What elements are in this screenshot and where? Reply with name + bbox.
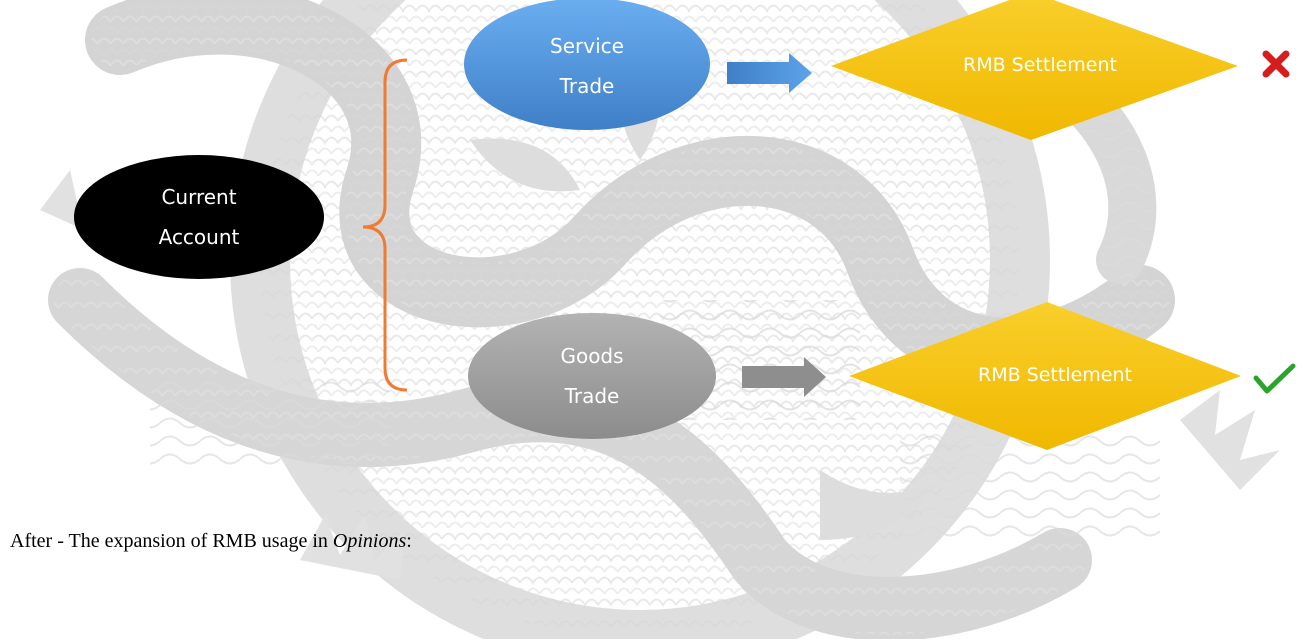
current-account-ellipse [74,155,324,279]
service-trade-line1: Service [550,34,624,58]
cross-mark-icon [1262,50,1290,78]
current-account-label: Current Account [99,177,299,257]
goods-settlement-diamond [849,302,1241,450]
service-trade-label: Service Trade [487,26,687,106]
current-account-line2: Account [158,225,240,249]
goods-arrow [742,357,826,397]
service-settlement-label: RMB Settlement [963,54,1117,76]
goods-trade-line1: Goods [560,344,624,368]
caption-prefix: After - The expansion of RMB usage in [10,530,333,552]
current-account-line1: Current [161,185,237,209]
caption: After - The expansion of RMB usage in Op… [10,530,412,553]
caption-suffix: : [406,530,412,552]
service-settlement-diamond [831,0,1238,140]
caption-emphasis: Opinions [332,530,407,552]
check-mark-icon [1253,363,1296,394]
service-trade-line2: Trade [559,74,615,98]
service-arrow [727,53,812,93]
curly-brace [362,58,408,392]
goods-trade-line2: Trade [564,384,620,408]
goods-trade-ellipse [468,313,716,439]
service-trade-ellipse [464,0,710,130]
goods-trade-label: Goods Trade [492,336,692,416]
goods-settlement-label: RMB Settlement [978,364,1132,386]
